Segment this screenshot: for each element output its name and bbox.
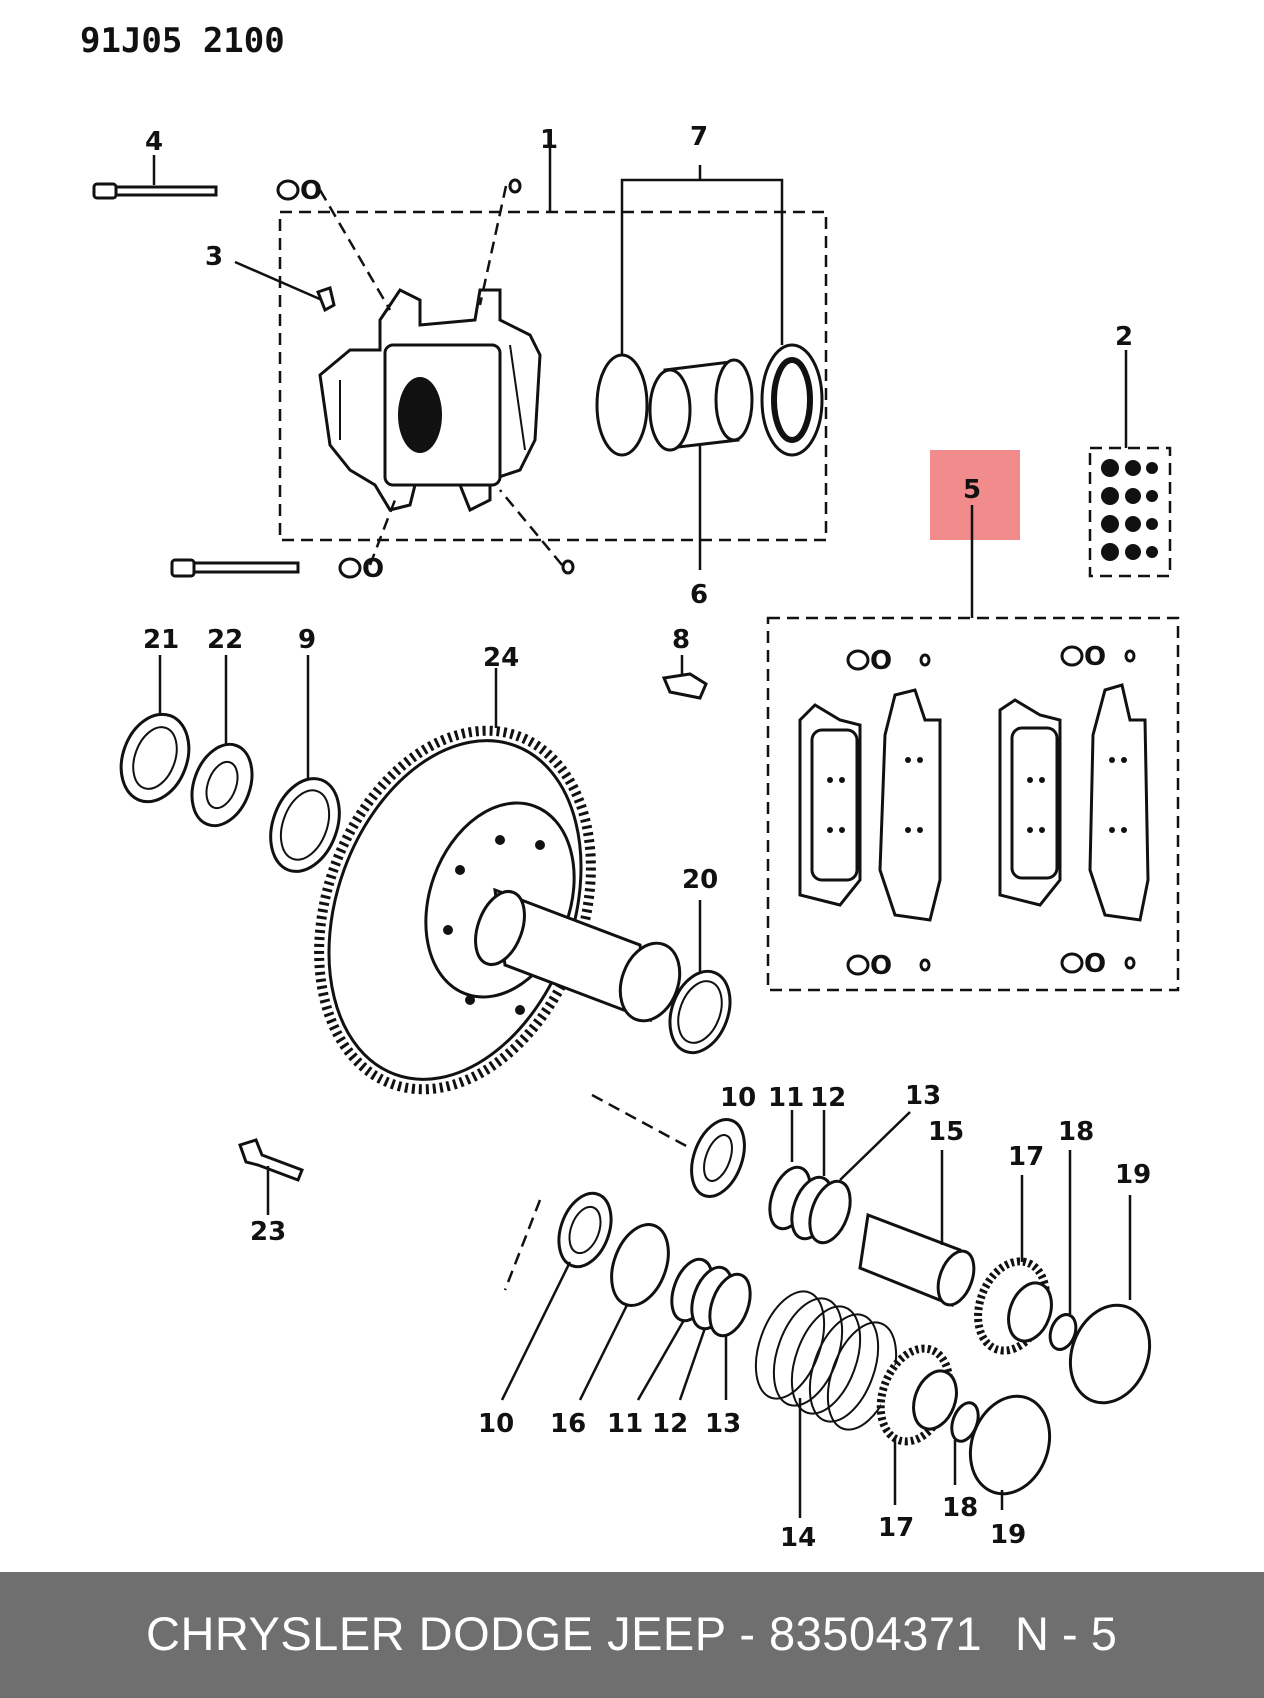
- callout-10-lower: 10: [478, 1409, 514, 1439]
- callout-19-upper: 19: [1115, 1160, 1151, 1190]
- callout-23: 23: [250, 1217, 286, 1247]
- callout-18-upper: 18: [1058, 1117, 1094, 1147]
- callout-19-lower: 19: [990, 1520, 1026, 1550]
- callout-13-lower: 13: [705, 1409, 741, 1439]
- diagram-code: 91J05 2100: [80, 21, 285, 61]
- callout-4: 4: [145, 127, 163, 157]
- callout-10-upper: 10: [720, 1083, 756, 1113]
- callout-18-lower: 18: [942, 1493, 978, 1523]
- footer-page-ref: N - 5: [1015, 1607, 1117, 1660]
- callout-12-lower: 12: [652, 1409, 688, 1439]
- svg-text:O: O: [362, 554, 384, 584]
- callout-14: 14: [780, 1523, 816, 1553]
- callout-17-lower: 17: [878, 1513, 914, 1543]
- caliper-assembly-group: O O: [234, 145, 828, 584]
- callout-21: 21: [143, 625, 179, 655]
- callout-17-upper: 17: [1008, 1142, 1044, 1172]
- clip-8: [661, 655, 708, 700]
- callout-8: 8: [672, 625, 690, 655]
- bolt-lower: [170, 558, 300, 578]
- callout-12-upper: 12: [810, 1083, 846, 1113]
- brake-pad-kit-5: O O O O: [766, 616, 1180, 992]
- callout-3: 3: [205, 242, 223, 272]
- callout-11-upper: 11: [768, 1083, 804, 1113]
- svg-text:O: O: [870, 646, 892, 676]
- footer-bar: CHRYSLER DODGE JEEP - 83504371 N - 5: [0, 1572, 1264, 1698]
- hardware-kit-2: [1088, 350, 1172, 578]
- stud-23: [238, 1138, 304, 1215]
- callout-7: 7: [690, 122, 708, 152]
- callout-16: 16: [550, 1409, 586, 1439]
- highlight-5: [930, 450, 1020, 618]
- locking-hub-parts: [500, 1093, 1152, 1518]
- callout-13-upper: 13: [905, 1081, 941, 1111]
- rotor-hub-24: [314, 668, 682, 1095]
- footer-brand-part-number: CHRYSLER DODGE JEEP - 83504371: [146, 1607, 983, 1660]
- svg-text:O: O: [1084, 949, 1106, 979]
- callout-labels: 1 2 3 4 5 6 7 8 9 21 22 24 20 23 10 11 1…: [143, 122, 1151, 1553]
- race-20: [668, 900, 732, 1055]
- svg-text:O: O: [870, 951, 892, 981]
- svg-text:O: O: [300, 176, 322, 206]
- hub-seals-left: [119, 655, 341, 873]
- parts-diagram: 91J05 2100 O O: [80, 21, 1180, 1553]
- callout-24: 24: [483, 643, 519, 673]
- svg-text:O: O: [1084, 642, 1106, 672]
- bolt-4: [92, 155, 218, 200]
- callout-9: 9: [298, 625, 316, 655]
- callout-2: 2: [1115, 322, 1133, 352]
- highlight-box: [930, 450, 1020, 540]
- callout-1: 1: [540, 125, 558, 155]
- callout-15: 15: [928, 1117, 964, 1147]
- callout-5: 5: [963, 475, 981, 505]
- callout-22: 22: [207, 625, 243, 655]
- callout-11-lower: 11: [607, 1409, 643, 1439]
- callout-20: 20: [682, 865, 718, 895]
- piston-seal-group: [595, 165, 824, 570]
- callout-6: 6: [690, 580, 708, 610]
